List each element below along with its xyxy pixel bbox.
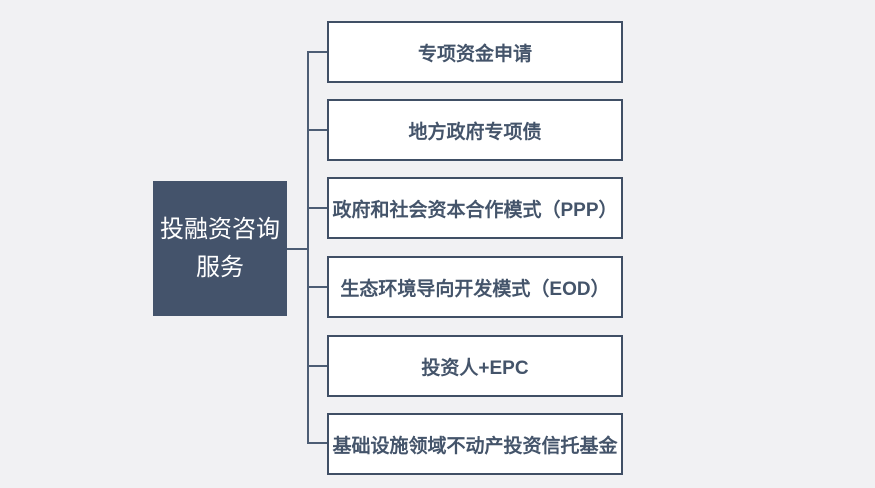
node-label: 投资人+EPC bbox=[421, 357, 529, 379]
node-label: 基础设施领域不动产投资信托基金 bbox=[332, 435, 618, 457]
connector-stub-2 bbox=[308, 129, 328, 131]
node-infrastructure-reits: 基础设施领域不动产投资信托基金 bbox=[327, 413, 623, 475]
node-ppp-model: 政府和社会资本合作模式（PPP） bbox=[327, 177, 623, 239]
connector-stub-4 bbox=[308, 286, 328, 288]
connector-stub-3 bbox=[308, 207, 328, 209]
connector-stub-1 bbox=[308, 51, 328, 53]
connector-stub-6 bbox=[308, 442, 328, 444]
node-label: 专项资金申请 bbox=[417, 43, 532, 65]
connector-trunk bbox=[307, 51, 309, 444]
node-investor-epc: 投资人+EPC bbox=[327, 335, 623, 397]
node-local-government-special-bond: 地方政府专项债 bbox=[327, 99, 623, 161]
node-label: 地方政府专项债 bbox=[408, 121, 542, 143]
root-node-label: 投融资咨询服务 bbox=[160, 215, 280, 281]
root-node-investment-financing-consulting: 投融资咨询服务 bbox=[153, 181, 287, 316]
node-special-fund-application: 专项资金申请 bbox=[327, 21, 623, 83]
node-eod-model: 生态环境导向开发模式（EOD） bbox=[327, 256, 623, 318]
connector-root-link bbox=[287, 248, 308, 250]
node-label: 生态环境导向开发模式（EOD） bbox=[340, 278, 610, 300]
connector-stub-5 bbox=[308, 365, 328, 367]
node-label: 政府和社会资本合作模式（PPP） bbox=[332, 199, 618, 221]
